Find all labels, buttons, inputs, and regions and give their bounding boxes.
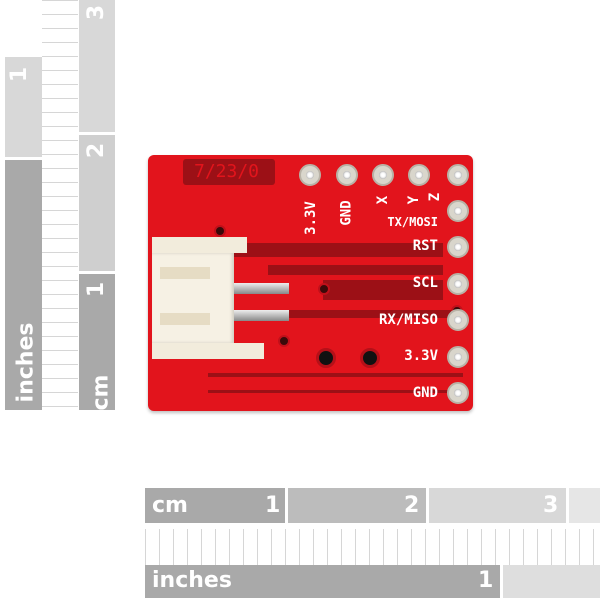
label-gnd: GND (412, 385, 438, 401)
cm-bar-light (79, 0, 115, 132)
cm-seg-3 (429, 488, 566, 523)
inches-mark-1: 1 (478, 568, 494, 593)
inches-bar-dark (5, 160, 42, 410)
inches-bar-dark (145, 565, 500, 598)
via (278, 335, 290, 347)
cm-mark-1: 1 (84, 281, 110, 298)
pin-gnd (447, 382, 469, 404)
label-scl: SCL (412, 275, 438, 291)
cm-mark-1: 1 (265, 493, 281, 518)
pin-x (372, 164, 394, 186)
pin-z (447, 164, 469, 186)
label-3v3: 3.3V (404, 348, 438, 364)
date-silkscreen-box (183, 159, 275, 185)
inches-label: inches (13, 322, 39, 403)
tick-area (145, 529, 600, 565)
label-tx-mosi: TX/MOSI (387, 215, 438, 229)
cm-mark-2: 2 (84, 142, 110, 159)
label-x: X (375, 195, 392, 205)
inches-bar-light (5, 57, 42, 157)
label-gnd-top: GND (338, 200, 355, 226)
cm-mark-3: 3 (543, 493, 559, 518)
left-ruler: 1 inches 3 2 1 cm (0, 0, 120, 412)
cm-seg-4 (569, 488, 600, 523)
inches-mark-1: 1 (7, 66, 33, 83)
connector-pin (234, 283, 289, 294)
cm-mark-3: 3 (84, 4, 110, 21)
pin-y (408, 164, 430, 186)
mounting-hole (360, 348, 380, 368)
cm-bar-mid (79, 135, 115, 271)
via (214, 225, 226, 237)
trace (268, 265, 443, 275)
trace (258, 310, 453, 318)
trace (323, 280, 443, 300)
label-z: Z (427, 192, 444, 202)
pin-tx-mosi (447, 200, 469, 222)
cm-seg-2 (288, 488, 426, 523)
pin-rx-miso (447, 309, 469, 331)
trace (208, 373, 463, 377)
via (318, 283, 330, 295)
trace (218, 243, 443, 257)
pcb-board: 7/23/0 3.3V GND X Y Z TX/MOSI RST SCL RX… (148, 155, 473, 411)
cm-seg-1 (145, 488, 285, 523)
pin-scl (447, 273, 469, 295)
bottom-ruler: cm 1 2 3 inches 1 (0, 485, 600, 600)
jst-connector (152, 237, 289, 359)
pin-gnd-top (336, 164, 358, 186)
pin-3v3-top (299, 164, 321, 186)
label-rx-miso: RX/MISO (378, 312, 438, 328)
mounting-hole (316, 348, 336, 368)
label-3v3-top: 3.3V (302, 201, 319, 235)
pin-3v3 (447, 346, 469, 368)
label-y: Y (406, 195, 423, 205)
connector-pin (234, 310, 289, 321)
inches-label: inches (152, 568, 232, 593)
cm-label: cm (88, 374, 114, 411)
inches-bar-light (503, 565, 600, 598)
cm-label: cm (152, 493, 188, 518)
date-code: 7/23/0 (194, 161, 260, 182)
label-rst: RST (412, 238, 438, 254)
tick-area (42, 0, 78, 410)
pin-rst (447, 236, 469, 258)
trace (208, 390, 463, 393)
cm-bar-dark (79, 274, 115, 410)
cm-mark-2: 2 (404, 493, 420, 518)
